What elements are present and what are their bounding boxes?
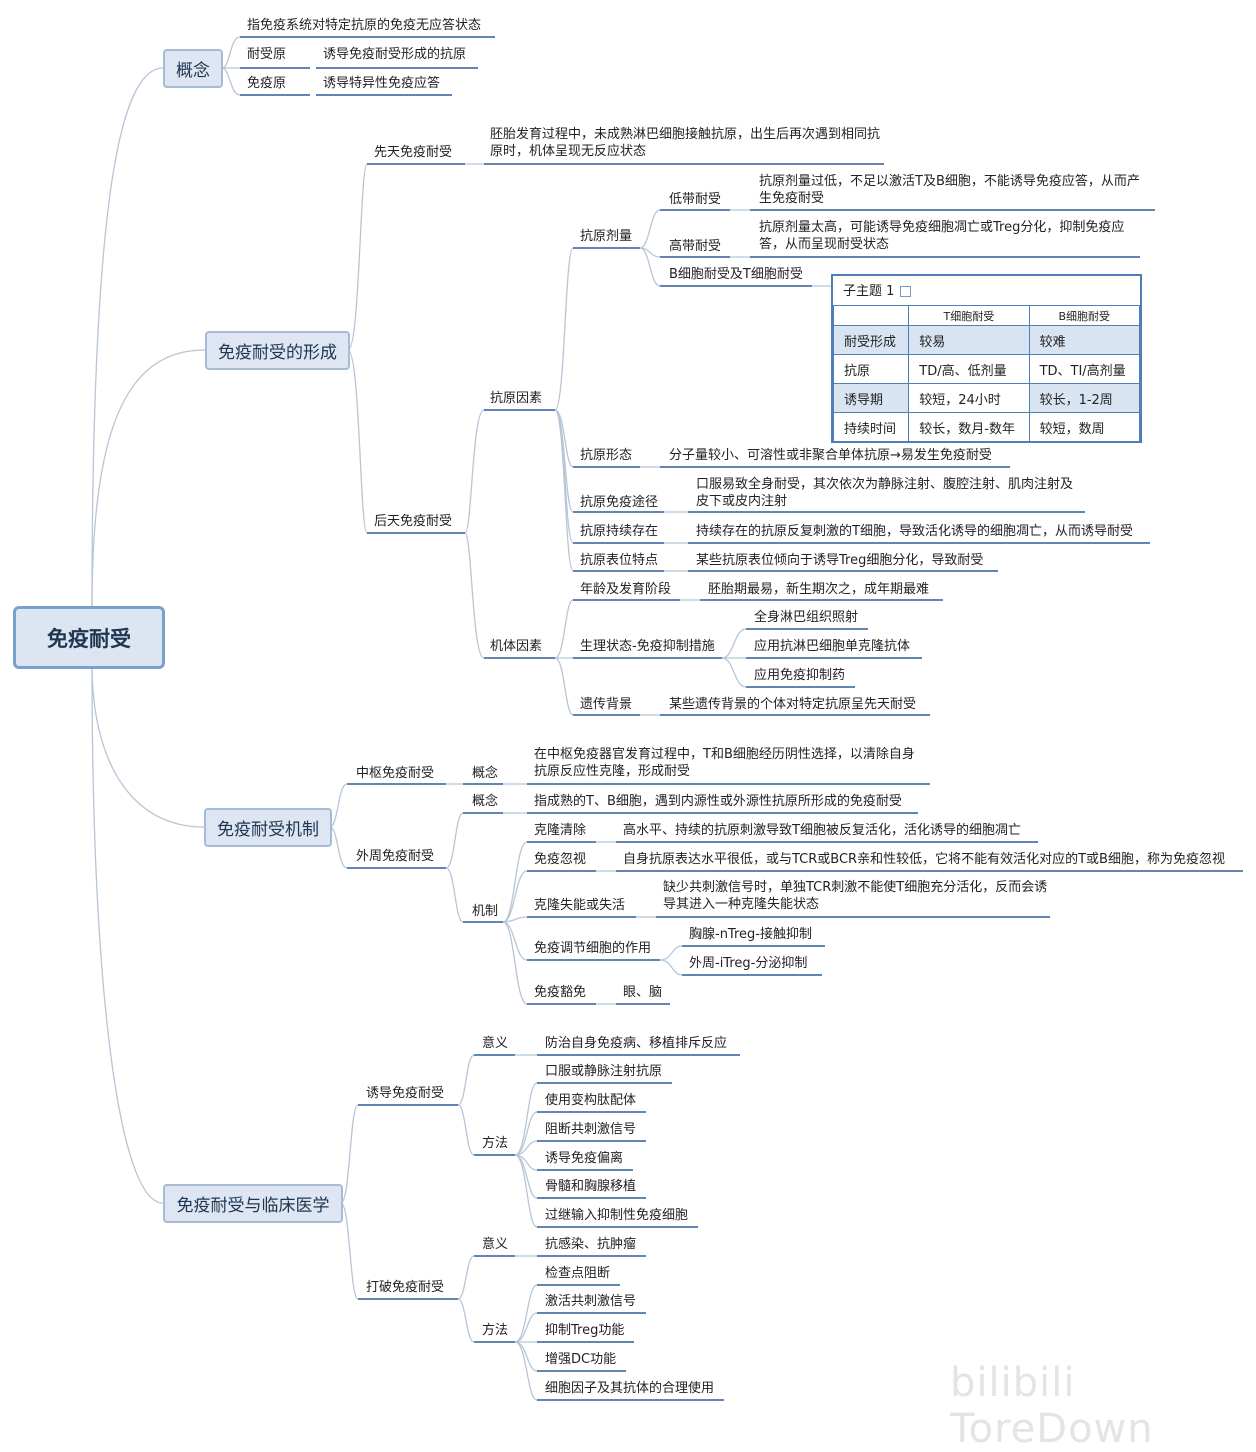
age-label: 年龄及发育阶段 xyxy=(580,582,672,597)
mechanism-label: 机制 xyxy=(472,904,499,919)
tolerogen-definition: 诱导免疫耐受形成的抗原 xyxy=(323,47,467,62)
clinical-topic[interactable]: 免疫耐受与临床医学 xyxy=(163,1184,343,1223)
induce-tolerance-label: 诱导免疫耐受 xyxy=(366,1086,445,1101)
central-concept-definition: 在中枢免疫器官发育过程中，T和B细胞经历阴性选择，以清除自身抗原反应性克隆，形成… xyxy=(534,747,915,779)
antigen-persist-label: 抗原持续存在 xyxy=(580,524,659,539)
break-method-item: 细胞因子及其抗体的合理使用 xyxy=(545,1381,715,1396)
high-zone-definition: 抗原剂量太高，可能诱导免疫细胞凋亡或Treg分化，抑制免疫应答，从而呈现耐受状态 xyxy=(759,220,1125,252)
induce-method-item: 诱导免疫偏离 xyxy=(545,1151,624,1166)
induce-method-item: 口服或静脉注射抗原 xyxy=(545,1064,663,1079)
antigen-form-definition: 分子量较小、可溶性或非聚合单体抗原→易发生免疫耐受 xyxy=(669,448,992,463)
table-cell: TD/高、低剂量 xyxy=(908,354,1030,384)
antigen-factors-label: 抗原因素 xyxy=(490,391,543,406)
mechanism-topic[interactable]: 免疫耐受机制 xyxy=(204,808,332,847)
table-title: 子主题 1 xyxy=(843,280,912,299)
induce-meaning-definition: 防治自身免疫病、移植排斥反应 xyxy=(545,1036,728,1051)
connector-lines xyxy=(91,36,1243,1401)
high-zone-label: 高带耐受 xyxy=(669,239,722,254)
break-method-item: 抑制Treg功能 xyxy=(545,1323,625,1338)
table-header-cell: T细胞耐受 xyxy=(908,305,1030,326)
table-header-cell xyxy=(832,305,910,326)
break-tolerance-label: 打破免疫耐受 xyxy=(366,1280,445,1295)
induce-meaning-label: 意义 xyxy=(482,1036,509,1051)
anergy-definition: 缺少共刺激信号时，单独TCR刺激不能使T细胞充分活化，反而会诱导其进入一种克隆失… xyxy=(663,880,1048,912)
table-cell: 较易 xyxy=(908,325,1030,355)
break-meaning-label: 意义 xyxy=(482,1237,509,1252)
antigen-form-label: 抗原形态 xyxy=(580,448,633,463)
host-factors-label: 机体因素 xyxy=(490,639,543,654)
table-cell: 抗原 xyxy=(832,354,910,384)
age-definition: 胚胎期最易，新生期次之，成年期最难 xyxy=(708,582,930,597)
break-meaning-definition: 抗感染、抗肿瘤 xyxy=(545,1237,637,1252)
acquired-tolerance-label: 后天免疫耐受 xyxy=(374,514,453,529)
break-method-label: 方法 xyxy=(482,1323,509,1338)
clonal-deletion-label: 克隆清除 xyxy=(534,823,587,838)
table-cell: 较短，数周 xyxy=(1028,412,1141,442)
table-cell: 较难 xyxy=(1028,325,1141,355)
bt-comparison-table: 子主题 1 T细胞耐受 B细胞耐受 耐受形成 较易 较难 抗原 TD/高、低剂量… xyxy=(831,274,1142,443)
antigen-epitope-definition: 某些抗原表位倾向于诱导Treg细胞分化，导致耐受 xyxy=(696,553,984,568)
ignorance-label: 免疫忽视 xyxy=(534,852,587,867)
table-cell: 诱导期 xyxy=(832,383,910,413)
central-concept-label: 概念 xyxy=(472,766,499,781)
privilege-label: 免疫豁免 xyxy=(534,985,587,1000)
genetic-label: 遗传背景 xyxy=(580,697,633,712)
mindmap-canvas: 免疫耐受 概念 指免疫系统对特定抗原的免疫无应答状态 耐受原 诱导免疫耐受形成的… xyxy=(13,18,1243,1452)
watermark-logo: bilibili ToreDown xyxy=(950,1360,1154,1452)
treg-item: 外周-iTreg-分泌抑制 xyxy=(689,956,808,971)
break-method-item: 增强DC功能 xyxy=(545,1352,617,1367)
table-cell: TD、TI/高剂量 xyxy=(1028,354,1141,384)
table-cell: 较长，数月-数年 xyxy=(908,412,1030,442)
antigen-epitope-label: 抗原表位特点 xyxy=(580,553,659,568)
immunogen-definition: 诱导特异性免疫应答 xyxy=(323,76,441,91)
physiology-item: 全身淋巴组织照射 xyxy=(754,610,859,625)
formation-topic[interactable]: 免疫耐受的形成 xyxy=(205,331,350,370)
table-cell: 持续时间 xyxy=(832,412,910,442)
antigen-route-definition: 口服易致全身耐受，其次依次为静脉注射、腹腔注射、肌肉注射及皮下或皮内注射 xyxy=(696,477,1074,509)
central-tolerance-label: 中枢免疫耐受 xyxy=(356,766,435,781)
induce-method-item: 阻断共刺激信号 xyxy=(545,1122,637,1137)
immunogen-label: 免疫原 xyxy=(247,76,287,91)
antigen-dose-label: 抗原剂量 xyxy=(580,229,633,244)
note-icon[interactable] xyxy=(900,286,912,297)
ignorance-definition: 自身抗原表达水平很低，或与TCR或BCR亲和性较低，它将不能有效活化对应的T或B… xyxy=(623,852,1225,867)
root-topic[interactable]: 免疫耐受 xyxy=(13,606,165,669)
concept-definition: 指免疫系统对特定抗原的免疫无应答状态 xyxy=(247,18,482,33)
treg-item: 胸腺-nTreg-接触抑制 xyxy=(689,927,812,942)
clonal-deletion-definition: 高水平、持续的抗原刺激导致T细胞被反复活化，活化诱导的细胞凋亡 xyxy=(623,823,1021,838)
tolerogen-label: 耐受原 xyxy=(247,47,287,62)
induce-method-item: 骨髓和胸腺移植 xyxy=(545,1179,637,1194)
privilege-definition: 眼、脑 xyxy=(623,985,663,1000)
induce-method-item: 过继输入抑制性免疫细胞 xyxy=(545,1208,689,1223)
induce-method-label: 方法 xyxy=(482,1136,509,1151)
treg-label: 免疫调节细胞的作用 xyxy=(534,941,652,956)
low-zone-label: 低带耐受 xyxy=(669,192,722,207)
table-cell: 耐受形成 xyxy=(832,325,910,355)
table-header-cell: B细胞耐受 xyxy=(1028,305,1141,326)
induce-method-item: 使用变构肽配体 xyxy=(545,1093,637,1108)
antigen-persist-definition: 持续存在的抗原反复刺激的T细胞，导致活化诱导的细胞凋亡，从而诱导耐受 xyxy=(696,524,1133,539)
peripheral-concept-label: 概念 xyxy=(472,794,499,809)
break-method-item: 激活共刺激信号 xyxy=(545,1294,637,1309)
table-cell: 较短，24小时 xyxy=(908,383,1030,413)
physiology-label: 生理状态-免疫抑制措施 xyxy=(580,639,715,654)
peripheral-concept-definition: 指成熟的T、B细胞，遇到内源性或外源性抗原所形成的免疫耐受 xyxy=(534,794,902,809)
peripheral-tolerance-label: 外周免疫耐受 xyxy=(356,849,435,864)
innate-tolerance-definition: 胚胎发育过程中，未成熟淋巴细胞接触抗原，出生后再次遇到相同抗原时，机体呈现无反应… xyxy=(490,127,881,159)
genetic-definition: 某些遗传背景的个体对特定抗原呈先天耐受 xyxy=(669,697,917,712)
physiology-item: 应用抗淋巴细胞单克隆抗体 xyxy=(754,639,911,654)
table-cell: 较长，1-2周 xyxy=(1028,383,1141,413)
bt-tolerance-label: B细胞耐受及T细胞耐受 xyxy=(669,267,803,282)
concept-topic[interactable]: 概念 xyxy=(163,49,223,88)
low-zone-definition: 抗原剂量过低，不足以激活T及B细胞，不能诱导免疫应答，从而产生免疫耐受 xyxy=(759,174,1140,206)
antigen-route-label: 抗原免疫途径 xyxy=(580,495,659,510)
anergy-label: 克隆失能或失活 xyxy=(534,898,626,913)
break-method-item: 检查点阻断 xyxy=(545,1266,611,1281)
innate-tolerance-label: 先天免疫耐受 xyxy=(374,145,453,160)
physiology-item: 应用免疫抑制药 xyxy=(754,668,846,683)
